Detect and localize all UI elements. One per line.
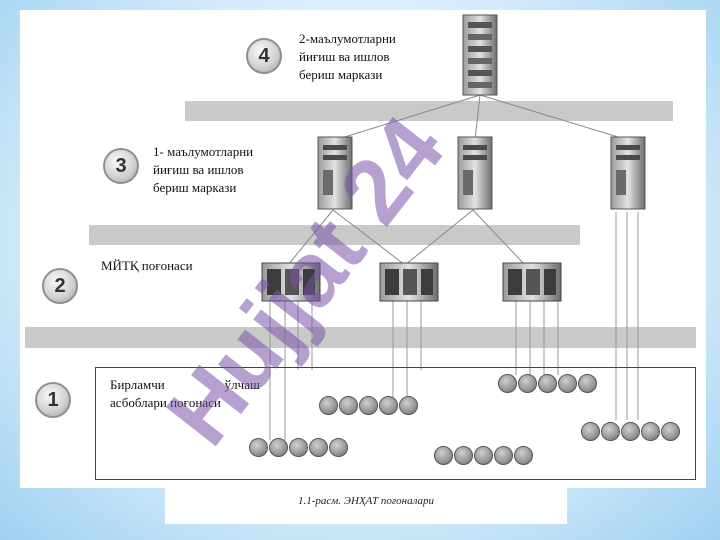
level-1-label: Бирламчи ўлчаш асбоблари поғонаси xyxy=(110,376,260,412)
sensor-group xyxy=(319,396,418,415)
sensor-icon xyxy=(399,396,418,415)
level-3-marker: 3 xyxy=(103,148,139,184)
link-3-2c xyxy=(404,209,474,266)
level-3-label: 1- маълумотларни йиғиш ва ишлов бериш ма… xyxy=(153,143,253,197)
label-line: асбоблари поғонаси xyxy=(110,395,221,410)
sensor-icon xyxy=(494,446,513,465)
link-4-3c xyxy=(479,94,629,141)
link-3-2d xyxy=(472,209,526,266)
tower-server-level-3 xyxy=(317,136,353,210)
level-2-marker: 2 xyxy=(42,268,78,304)
field-devices-box xyxy=(95,367,696,480)
sensor-icon xyxy=(498,374,517,393)
level-1-number: 1 xyxy=(47,388,59,411)
sensor-icon xyxy=(319,396,338,415)
tower-server-level-3 xyxy=(457,136,493,210)
sensor-icon xyxy=(578,374,597,393)
rack-server-level-4 xyxy=(462,14,498,96)
sensor-icon xyxy=(601,422,620,441)
sensor-icon xyxy=(309,438,328,457)
sensor-group xyxy=(434,446,533,465)
label-line: 2-маълумотларни xyxy=(299,31,396,46)
sensor-icon xyxy=(454,446,473,465)
level-4-marker: 4 xyxy=(246,38,282,74)
level-2-label: МЙТҚ поғонаси xyxy=(101,257,193,275)
caption-box: 1.1-расм. ЭНҲАТ поғоналари xyxy=(165,488,567,524)
sensor-group xyxy=(249,438,348,457)
label-line: бериш маркази xyxy=(153,180,237,195)
label-line: бериш маркази xyxy=(299,67,383,82)
level-2-drops xyxy=(269,300,559,440)
level-3-band xyxy=(89,225,580,245)
controller-level-2 xyxy=(261,262,321,302)
sensor-icon xyxy=(249,438,268,457)
label-line: 1- маълумотларни xyxy=(153,144,254,159)
sensor-icon xyxy=(269,438,288,457)
sensor-icon xyxy=(289,438,308,457)
link-3-2b xyxy=(332,209,406,266)
level-3-number: 3 xyxy=(115,154,127,177)
controller-level-2 xyxy=(502,262,562,302)
level-1-marker: 1 xyxy=(35,382,71,418)
level-2-number: 2 xyxy=(54,274,66,297)
label-line: Бирламчи ўлчаш xyxy=(110,377,260,392)
sensor-icon xyxy=(434,446,453,465)
sensor-icon xyxy=(339,396,358,415)
level-4-label: 2-маълумотларни йиғиш ва ишлов бериш мар… xyxy=(299,30,396,84)
sensor-icon xyxy=(329,438,348,457)
sensor-icon xyxy=(581,422,600,441)
link-4-3b xyxy=(474,94,481,141)
link-4-3a xyxy=(334,94,481,141)
level-2-band xyxy=(25,327,696,348)
level-4-number: 4 xyxy=(258,44,270,67)
sensor-icon xyxy=(379,396,398,415)
sensor-icon xyxy=(518,374,537,393)
sensor-icon xyxy=(514,446,533,465)
sensor-icon xyxy=(359,396,378,415)
sensor-group xyxy=(581,422,680,441)
sensor-icon xyxy=(641,422,660,441)
link-3-2a xyxy=(287,209,334,266)
sensor-icon xyxy=(538,374,557,393)
sensor-icon xyxy=(474,446,493,465)
sensor-icon xyxy=(558,374,577,393)
sensor-icon xyxy=(621,422,640,441)
figure-caption: 1.1-расм. ЭНҲАТ поғоналари xyxy=(297,495,435,507)
label-line: йиғиш ва ишлов xyxy=(299,49,390,64)
sensor-group xyxy=(498,374,597,393)
sensor-icon xyxy=(661,422,680,441)
label-line: МЙТҚ поғонаси xyxy=(101,258,193,273)
label-line: йиғиш ва ишлов xyxy=(153,162,244,177)
controller-level-2 xyxy=(379,262,439,302)
tower-server-level-3 xyxy=(610,136,646,210)
